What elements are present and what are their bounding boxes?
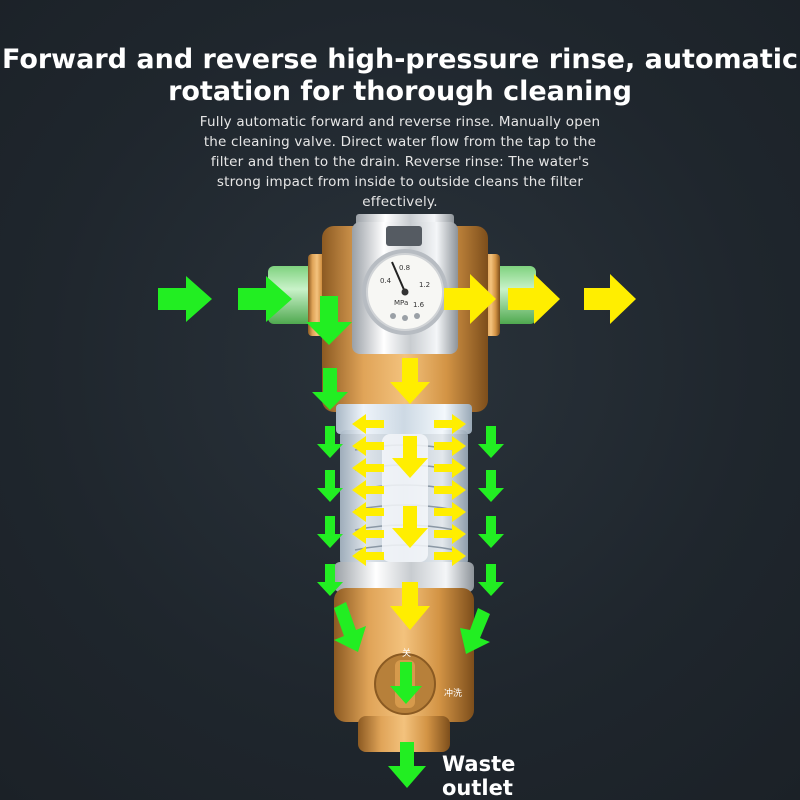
knob-label-close: 关 — [402, 647, 411, 659]
yellow-arrow — [352, 480, 384, 500]
yellow-arrow — [444, 274, 496, 324]
description-line-2: the cleaning valve. Direct water flow fr… — [203, 134, 597, 150]
gauge-tick-2: 0.8 — [399, 264, 410, 272]
bowl-collar — [336, 404, 472, 434]
yellow-arrow — [352, 436, 384, 456]
yellow-arrow — [434, 480, 466, 500]
green-arrow — [334, 602, 366, 652]
yellow-arrow — [434, 546, 466, 566]
description-line-3: filter and then to the drain. Reverse ri… — [210, 154, 590, 170]
headline: Forward and reverse high-pressure rinse,… — [0, 44, 800, 108]
headline-line-2: rotation for thorough cleaning — [168, 76, 632, 107]
yellow-arrow — [392, 506, 428, 548]
description-line-1: Fully automatic forward and reverse rins… — [199, 114, 601, 130]
gauge-tick-4: 1.6 — [413, 301, 425, 309]
yellow-arrow — [352, 502, 384, 522]
yellow-arrow — [434, 524, 466, 544]
green-arrow — [238, 276, 292, 322]
green-arrow — [317, 564, 343, 596]
yellow-arrow — [390, 358, 430, 404]
yellow-arrow — [352, 524, 384, 544]
yellow-arrow — [434, 414, 466, 434]
green-arrow — [460, 608, 490, 654]
outflow-arrows — [352, 274, 636, 630]
yellow-arrow — [434, 436, 466, 456]
green-arrow — [478, 426, 504, 458]
description-line-5: effectively. — [362, 194, 438, 210]
yellow-arrow — [508, 274, 560, 324]
yellow-arrow — [352, 458, 384, 478]
green-arrow — [312, 368, 348, 410]
green-arrow — [478, 470, 504, 502]
green-arrow — [317, 426, 343, 458]
green-arrow — [390, 662, 422, 704]
head-cap-slot — [386, 226, 422, 246]
waste-outlet-line-2: outlet — [442, 776, 513, 800]
description-line-4: strong impact from inside to outside cle… — [216, 174, 584, 190]
yellow-arrow — [392, 436, 428, 478]
yellow-arrow — [352, 546, 384, 566]
yellow-arrow — [352, 414, 384, 434]
waste-outlet-line-1: Waste — [442, 752, 516, 776]
drain-nozzle — [358, 716, 450, 752]
pressure-gauge: 0.4 0.8 1.2 1.6 MPa — [362, 249, 448, 335]
gauge-unit: MPa — [394, 299, 408, 307]
headline-line-1: Forward and reverse high-pressure rinse,… — [1, 44, 799, 75]
green-arrow — [317, 470, 343, 502]
inflow-arrows — [158, 276, 504, 788]
green-arrow — [158, 276, 212, 322]
chrome-ring — [334, 562, 474, 592]
gauge-tick-1: 0.4 — [380, 277, 392, 285]
green-arrow — [317, 516, 343, 548]
yellow-arrow — [390, 582, 430, 630]
yellow-arrow — [434, 502, 466, 522]
green-arrow — [388, 742, 426, 788]
green-arrow — [478, 516, 504, 548]
waste-outlet-label: Waste outlet — [442, 752, 515, 800]
yellow-arrow — [434, 458, 466, 478]
green-arrow — [306, 296, 352, 345]
yellow-arrow — [584, 274, 636, 324]
green-arrow — [478, 564, 504, 596]
gauge-tick-3: 1.2 — [419, 281, 430, 289]
knob-label-wash: 冲洗 — [444, 687, 462, 699]
description: Fully automatic forward and reverse rins… — [160, 112, 640, 212]
